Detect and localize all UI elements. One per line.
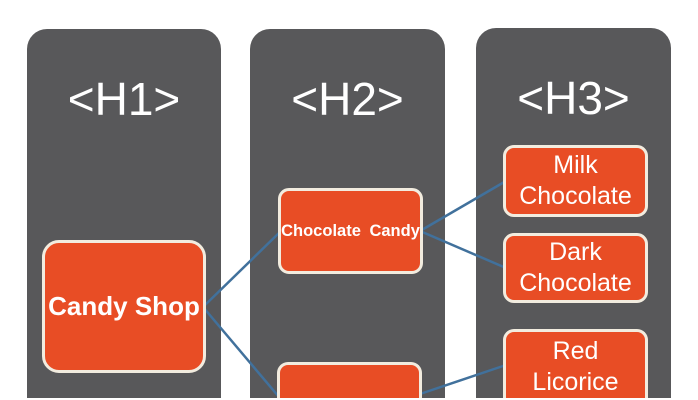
connector-line-chocolate_candy-to-dark_chocolate [419, 229, 507, 270]
column-h1-label: <H1> [67, 73, 181, 125]
node-candy-shop: Candy Shop [42, 240, 206, 373]
node-red-licorice: Red Licorice [503, 329, 648, 398]
column-h2-label: <H2> [291, 73, 404, 125]
connector-line-candy_shop-to-chocolate_candy [202, 230, 282, 308]
node-milk-chocolate-label: Milk Chocolate [519, 151, 632, 210]
node-chocolate-candy-label: Chocolate Candy [281, 221, 420, 240]
node-candy-shop-label: Candy Shop [48, 291, 200, 321]
node-dark-chocolate-label: Dark Chocolate [519, 238, 632, 297]
node-dark-chocolate: Dark Chocolate [503, 233, 648, 303]
node-red-licorice-label: Red Licorice [532, 337, 619, 396]
connector-line-candy_shop-to-h2_partial [202, 306, 280, 398]
column-h3-label: <H3> [517, 72, 630, 124]
node-milk-chocolate: Milk Chocolate [503, 145, 648, 217]
connector-line-chocolate_candy-to-milk_chocolate [419, 179, 507, 233]
node-chocolate-candy: Chocolate Candy [278, 188, 423, 274]
connector-line-h2_partial-to-red_licorice [419, 363, 507, 396]
node-h2-partial-cutoff [277, 362, 422, 398]
